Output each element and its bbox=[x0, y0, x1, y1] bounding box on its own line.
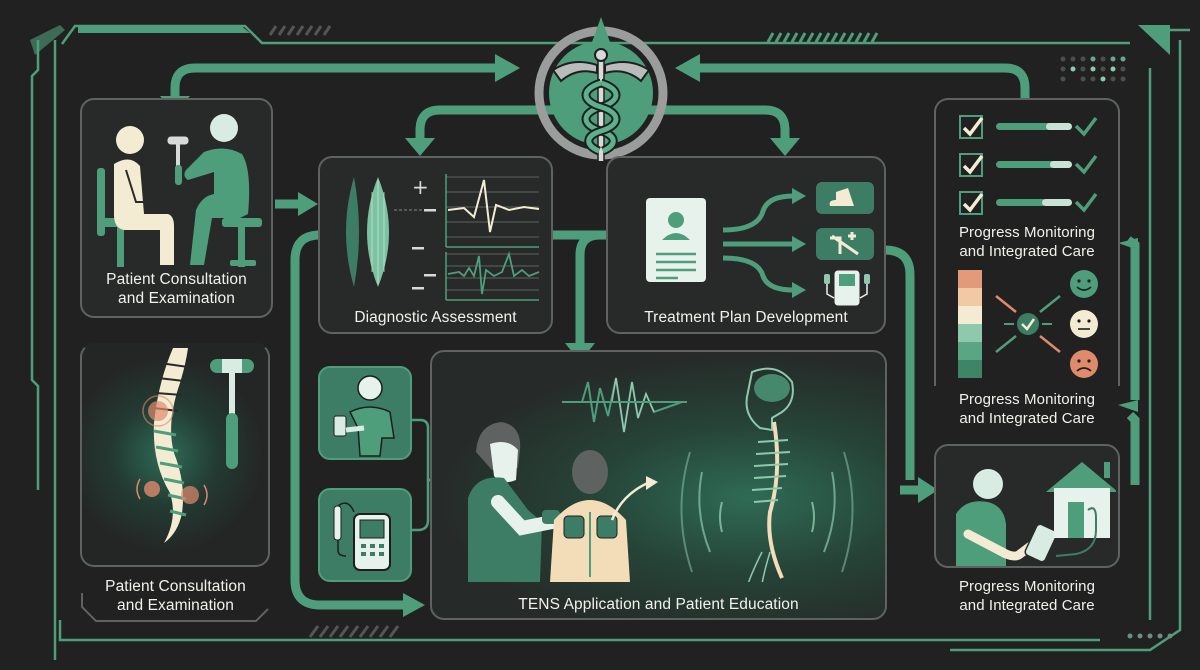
checklist-row bbox=[959, 115, 1098, 139]
home-care-illustration bbox=[956, 462, 1116, 566]
caduceus-icon bbox=[534, 17, 668, 163]
tens-unit-tile bbox=[318, 488, 412, 582]
doctor-seated-icon bbox=[184, 114, 262, 267]
title-line-1: Patient Consultation bbox=[105, 578, 246, 595]
checklist bbox=[959, 115, 1098, 215]
reflex-hammer-icon bbox=[210, 359, 254, 469]
muscle-icon bbox=[346, 177, 389, 287]
exercise-icon bbox=[816, 182, 874, 214]
accent-bar bbox=[78, 25, 250, 33]
clinician-with-device-icon bbox=[333, 375, 395, 457]
convergence-check-icon bbox=[995, 295, 1061, 353]
tens-illustration bbox=[468, 367, 854, 582]
title-line-1: Progress Monitoring bbox=[958, 224, 1096, 241]
spine-exam-panel: Patient Consultation and Examination bbox=[78, 343, 273, 625]
diagnostic-illustration: + bbox=[346, 174, 540, 301]
hatch-marks-bottom bbox=[308, 625, 400, 638]
neutral-face-icon bbox=[1070, 310, 1098, 338]
home-care-panel bbox=[934, 444, 1120, 568]
treatment-panel: Treatment Plan Development bbox=[606, 156, 886, 334]
hatch-marks bbox=[268, 25, 332, 36]
nervous-system-icon bbox=[680, 451, 854, 573]
treatment-illustration bbox=[646, 182, 874, 306]
sad-face-icon bbox=[1070, 350, 1098, 378]
progress-scale bbox=[958, 270, 1098, 378]
tens-device-icon bbox=[824, 269, 870, 306]
title-line-1: Patient Consultation bbox=[106, 271, 247, 288]
title-line-2: and Integrated Care bbox=[959, 243, 1095, 260]
title-line-2: and Examination bbox=[118, 290, 235, 307]
tens-unit-icon bbox=[333, 502, 391, 571]
title-line-1: Progress Monitoring bbox=[958, 391, 1096, 408]
patient-back-icon bbox=[550, 450, 658, 582]
hatch-marks-right bbox=[766, 32, 879, 43]
diagnostic-title: Diagnostic Assessment bbox=[354, 309, 517, 326]
ncs-waveform-icon bbox=[445, 250, 540, 301]
tens-panel: TENS Application and Patient Education bbox=[430, 350, 887, 620]
home-icon bbox=[1046, 462, 1116, 557]
nerve-signal-icon bbox=[562, 377, 687, 433]
progress-scale-title: Progress Monitoring and Integrated Care bbox=[934, 390, 1120, 428]
bottom-dots bbox=[1127, 633, 1173, 639]
treatment-title: Treatment Plan Development bbox=[644, 309, 848, 326]
progress-checklist-panel: Progress Monitoring and Integrated Care bbox=[934, 98, 1120, 386]
happy-face-icon bbox=[1070, 270, 1098, 298]
title-line-1: Progress Monitoring bbox=[958, 578, 1096, 595]
patient-with-device-icon bbox=[956, 469, 1058, 566]
signs: + bbox=[412, 175, 436, 290]
branch-arrows bbox=[722, 193, 794, 293]
checklist-row bbox=[959, 153, 1098, 177]
tens-title: TENS Application and Patient Education bbox=[518, 596, 799, 613]
home-care-title-area: Progress Monitoring and Integrated Care bbox=[934, 577, 1120, 617]
progress-checklist-title: Progress Monitoring and Integrated Care bbox=[936, 223, 1118, 261]
spine-illustration bbox=[136, 348, 254, 543]
title-line-2: and Integrated Care bbox=[959, 597, 1095, 614]
pain-point-icon bbox=[136, 395, 208, 506]
title-line-2: and Integrated Care bbox=[959, 410, 1095, 427]
clinician-applying-electrodes-icon bbox=[468, 422, 560, 582]
dot-grid bbox=[1060, 56, 1126, 82]
diagnostic-panel: + Diagnostic Assessment bbox=[318, 156, 553, 334]
clinician-device-tile bbox=[318, 366, 412, 460]
patient-seated-icon bbox=[114, 126, 174, 265]
spine-label-frame bbox=[81, 593, 269, 622]
consultation-title: Patient Consultation and Examination bbox=[82, 270, 271, 308]
spine-exam-title: Patient Consultation and Examination bbox=[78, 577, 273, 615]
emg-waveform-icon bbox=[445, 174, 540, 248]
checklist-row bbox=[959, 191, 1098, 215]
corner-accent bbox=[1138, 25, 1170, 55]
flow-arrows bbox=[170, 63, 1140, 610]
manual-therapy-icon bbox=[816, 228, 874, 260]
outer-frame bbox=[30, 24, 1190, 660]
caduceus-emblem bbox=[533, 15, 669, 163]
home-care-title: Progress Monitoring and Integrated Care bbox=[934, 577, 1120, 615]
title-line-2: and Examination bbox=[117, 597, 234, 614]
brain-spine-figure bbox=[745, 367, 794, 582]
reflex-hammer-icon bbox=[166, 135, 190, 185]
svg-text:+: + bbox=[412, 175, 429, 199]
spine-icon bbox=[153, 348, 189, 543]
progress-scale-title-area: Progress Monitoring and Integrated Care bbox=[934, 390, 1120, 430]
consultation-illustration bbox=[97, 114, 262, 267]
consultation-panel: Patient Consultation and Examination bbox=[80, 98, 273, 318]
pain-scale-bar bbox=[958, 270, 982, 378]
patient-record-icon bbox=[646, 198, 706, 282]
